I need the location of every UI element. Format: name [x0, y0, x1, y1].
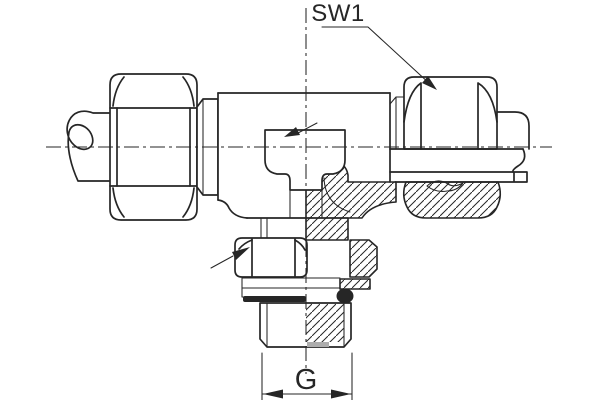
centerlines	[46, 8, 552, 374]
sw1-callout: SW1	[311, 0, 437, 90]
g-label: G	[295, 364, 318, 396]
flow-direction-arrow	[284, 122, 318, 137]
g-dimension: G	[261, 352, 353, 400]
locknut-leader-arrow	[210, 247, 250, 269]
threaded-stud	[259, 302, 352, 348]
o-ring-seal	[243, 288, 354, 304]
right-collar	[389, 96, 405, 150]
washer	[241, 277, 371, 298]
stud-neck	[260, 217, 349, 241]
left-tube-with-break	[66, 110, 113, 182]
locknut	[234, 237, 378, 278]
right-nut-section	[402, 180, 502, 219]
bore-profile	[264, 129, 346, 219]
bore-bottom	[307, 342, 329, 347]
sw1-label: SW1	[311, 0, 365, 27]
right-hex-nut-sw1	[403, 76, 498, 150]
